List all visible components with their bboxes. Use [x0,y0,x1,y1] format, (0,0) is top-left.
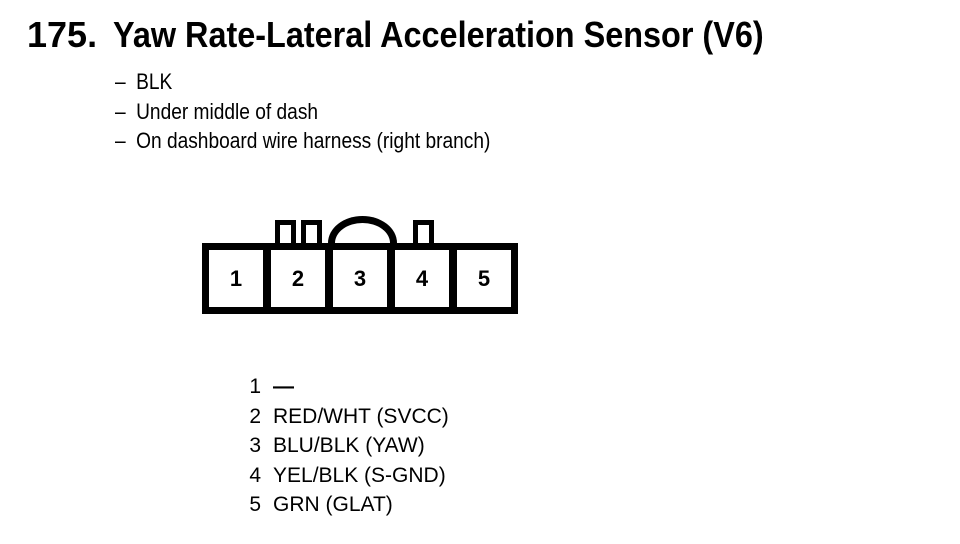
cavity-number: 5 [477,265,491,291]
pin-wire-label: GRN (GLAT) [273,493,393,516]
connector-latch-dome [328,216,397,243]
cavity-number: 3 [353,265,367,291]
connector-key-tab-3 [413,220,434,243]
connector-body: 1 2 3 4 5 [202,243,518,314]
connector-diagram: 1 2 3 4 5 [202,215,532,320]
connector-cavity-1: 1 [209,250,271,307]
section-heading: 175. Yaw Rate-Lateral Acceleration Senso… [0,15,960,59]
note-text: On dashboard wire harness (right branch) [136,128,491,153]
cavity-number: 4 [415,265,429,291]
pinout-row-2: 2 RED/WHT (SVCC) [246,402,449,432]
pinout-row-4: 4 YEL/BLK (S-GND) [246,461,449,491]
dash-bullet: – [115,128,126,153]
item-number: 175. [27,14,98,55]
pin-number: 1 [249,375,261,398]
pinout-row-5: 5 GRN (GLAT) [246,490,449,520]
pin-wire-label: RED/WHT (SVCC) [273,404,449,428]
cavity-number: 1 [229,265,243,291]
connector-key-tab-2 [301,220,322,243]
notes-list: –BLK –Under middle of dash –On dashboard… [115,67,546,156]
pinout-list: 1 — 2 RED/WHT (SVCC) 3 BLU/BLK (YAW) 4 Y… [246,372,449,520]
pin-number: 2 [249,404,261,428]
dash-bullet: – [115,69,126,94]
pin-number: 5 [249,493,261,516]
note-text: Under middle of dash [136,98,319,124]
connector-cavity-2: 2 [271,250,333,307]
cavity-number: 2 [291,265,305,291]
connector-key-tab-1 [275,220,296,243]
pinout-row-1: 1 — [246,372,449,402]
pin-wire-label: BLU/BLK (YAW) [273,434,425,457]
pin-number: 3 [249,434,261,457]
pin-wire-label: — [273,375,295,398]
connector-cavity-4: 4 [395,250,457,307]
page-title: Yaw Rate-Lateral Acceleration Sensor (V6… [113,14,764,55]
note-item-2: –Under middle of dash [115,97,490,127]
connector-cavity-5: 5 [457,250,511,307]
note-item-3: –On dashboard wire harness (right branch… [115,126,490,156]
connector-cavity-3: 3 [333,250,395,307]
pin-wire-label: YEL/BLK (S-GND) [273,463,446,487]
pin-number: 4 [249,463,261,487]
note-text: BLK [136,69,173,94]
note-item-1: –BLK [115,67,490,97]
dash-bullet: – [115,98,126,124]
pinout-row-3: 3 BLU/BLK (YAW) [246,431,449,461]
